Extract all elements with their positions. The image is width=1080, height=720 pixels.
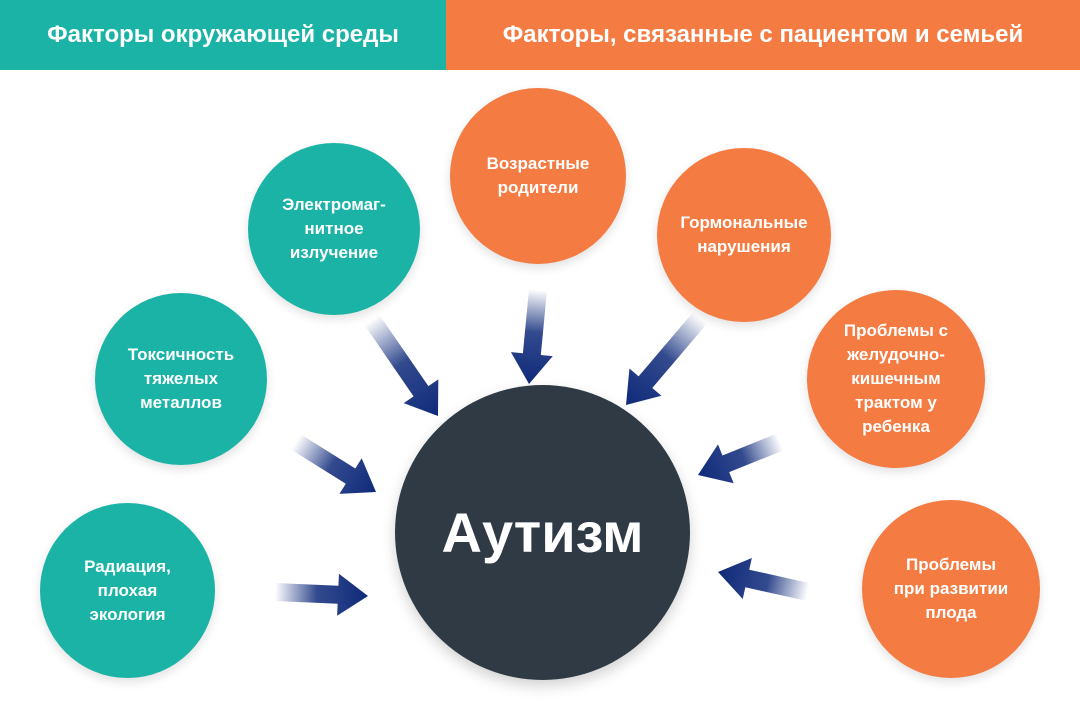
factor-fetal-development-problems: Проблемы при развитии плода <box>862 500 1040 678</box>
header-patient-family-factors: Факторы, связанные с пациентом и семьей <box>446 0 1080 70</box>
factor-label: Радиация, плохая экология <box>84 556 171 624</box>
factor-hormonal-disorders: Гормональные нарушения <box>657 148 831 322</box>
factor-label: Возрастные родители <box>486 154 590 197</box>
arrow-from-heavy-metals <box>291 434 376 494</box>
factor-radiation-ecology: Радиация, плохая экология <box>40 503 215 678</box>
arrow-from-radiation <box>274 573 369 616</box>
center-autism: Аутизм <box>395 385 690 680</box>
arrow-from-fetal <box>718 558 810 601</box>
factor-label: Проблемы с желудочно- кишечным трактом у… <box>843 321 949 436</box>
factor-label: Электромаг- нитное излучение <box>282 195 386 262</box>
factor-heavy-metal-toxicity: Токсичность тяжелых металлов <box>95 293 267 465</box>
factor-label: Гормональные нарушения <box>680 213 808 256</box>
factor-gastrointestinal-problems: Проблемы с желудочно- кишечным трактом у… <box>807 290 985 468</box>
factor-older-parents: Возрастные родители <box>450 88 626 264</box>
factor-electromagnetic-radiation: Электромаг- нитное излучение <box>248 143 420 315</box>
arrow-from-older-parents <box>510 289 553 385</box>
header-environment-factors: Факторы окружающей среды <box>0 0 446 70</box>
arrow-from-gastrointestinal <box>697 433 784 484</box>
arrow-from-hormonal <box>625 312 707 406</box>
arrow-from-electromagnetic <box>364 314 439 417</box>
center-label: Аутизм <box>441 501 644 564</box>
factor-label: Проблемы при развитии плода <box>893 555 1009 622</box>
factor-label: Токсичность тяжелых металлов <box>127 345 235 412</box>
